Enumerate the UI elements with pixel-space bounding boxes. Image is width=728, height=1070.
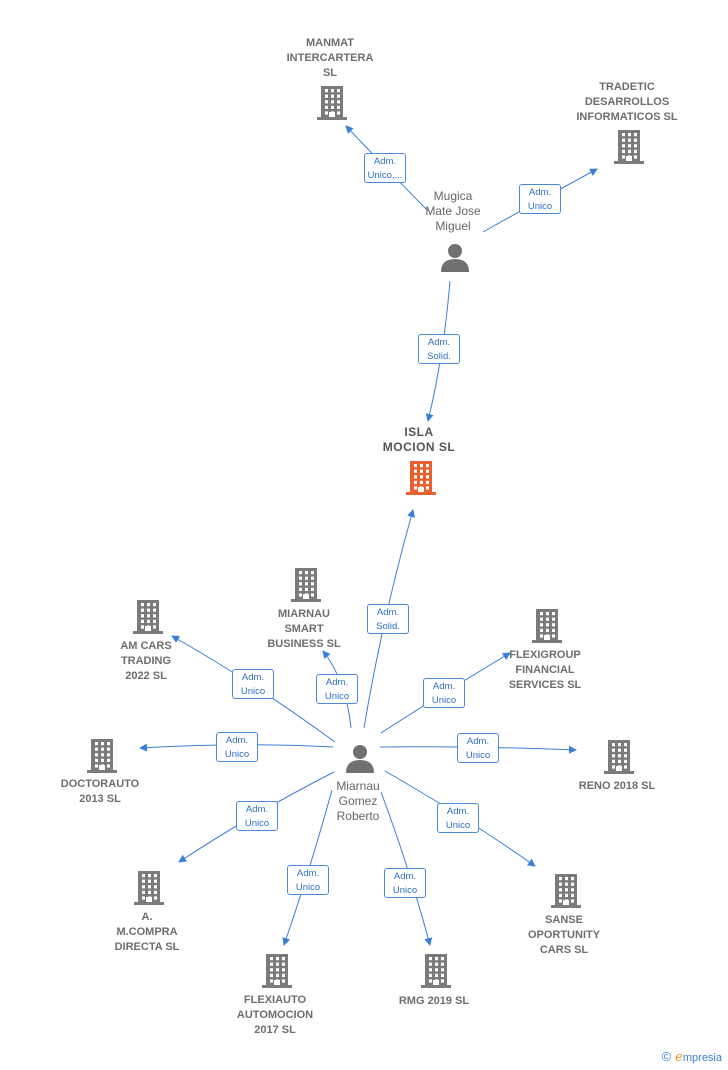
role-badge-miarnau_gomez-to-rmg[interactable]: Adm. Unico: [384, 868, 426, 898]
role-badge-mugica-to-tradetic[interactable]: Adm. Unico: [519, 184, 561, 214]
brand-name: mpresia: [682, 1052, 722, 1064]
footer-brand: ©empresia: [662, 1049, 722, 1065]
building-icon-amcompra[interactable]: [134, 871, 164, 905]
node-label-rmg[interactable]: RMG 2019 SL: [398, 995, 470, 1007]
role-badge-miarnau_gomez-to-amcars[interactable]: Adm. Unico: [232, 669, 274, 699]
building-icon-flexigroup[interactable]: [532, 609, 562, 643]
node-label-sanse[interactable]: SANSE OPORTUNITY CARS SL: [527, 914, 601, 956]
node-label-mugica[interactable]: Mugica Mate Jose Miguel: [425, 189, 481, 233]
building-icon-flexiauto[interactable]: [262, 954, 292, 988]
node-label-miarnau_smart[interactable]: MIARNAU SMART BUSINESS SL: [267, 608, 341, 650]
person-icon-miarnau_gomez[interactable]: [346, 745, 374, 773]
building-icon-manmat[interactable]: [317, 86, 347, 120]
building-icon-rmg[interactable]: [421, 954, 451, 988]
role-badge-miarnau_gomez-to-flexigroup[interactable]: Adm. Unico: [423, 678, 465, 708]
copyright-icon: ©: [661, 1049, 672, 1064]
node-label-tradetic[interactable]: TRADETIC DESARROLLOS INFORMATICOS SL: [576, 81, 678, 123]
brand-initial: e: [675, 1050, 683, 1065]
role-badge-mugica-to-manmat[interactable]: Adm. Unico,...: [364, 153, 406, 183]
role-badge-miarnau_gomez-to-flexiauto[interactable]: Adm. Unico: [287, 865, 329, 895]
node-label-doctorauto[interactable]: DOCTORAUTO 2013 SL: [60, 778, 140, 805]
building-icon-tradetic[interactable]: [614, 130, 644, 164]
node-label-flexigroup[interactable]: FLEXIGROUP FINANCIAL SERVICES SL: [508, 649, 582, 691]
node-label-flexiauto[interactable]: FLEXIAUTO AUTOMOCION 2017 SL: [236, 994, 314, 1036]
node-label-amcars[interactable]: AM CARS TRADING 2022 SL: [120, 640, 172, 682]
role-badge-miarnau_gomez-to-sanse[interactable]: Adm. Unico: [437, 803, 479, 833]
role-badge-miarnau_gomez-to-miarnau_smart[interactable]: Adm. Unico: [316, 674, 358, 704]
node-label-manmat[interactable]: MANMAT INTERCARTERA SL: [286, 37, 374, 79]
node-label-miarnau_gomez[interactable]: Miarnau Gomez Roberto: [336, 779, 380, 823]
node-label-isla[interactable]: ISLA MOCION SL: [382, 425, 456, 454]
node-label-amcompra[interactable]: A. M.COMPRA DIRECTA SL: [114, 911, 180, 953]
building-icon-doctorauto[interactable]: [87, 739, 117, 773]
building-icon-sanse[interactable]: [551, 874, 581, 908]
role-badge-miarnau_gomez-to-amcompra[interactable]: Adm. Unico: [236, 801, 278, 831]
building-icon-amcars[interactable]: [133, 600, 163, 634]
person-icon-mugica[interactable]: [441, 244, 469, 272]
role-badge-mugica-to-isla[interactable]: Adm. Solid.: [418, 334, 460, 364]
role-badge-miarnau_gomez-to-isla[interactable]: Adm. Solid.: [367, 604, 409, 634]
building-icon-miarnau_smart[interactable]: [291, 568, 321, 602]
building-icon-reno[interactable]: [604, 740, 634, 774]
building-icon-isla[interactable]: [406, 461, 436, 495]
role-badge-miarnau_gomez-to-doctorauto[interactable]: Adm. Unico: [216, 732, 258, 762]
role-badge-miarnau_gomez-to-reno[interactable]: Adm. Unico: [457, 733, 499, 763]
node-label-reno[interactable]: RENO 2018 SL: [578, 780, 656, 792]
